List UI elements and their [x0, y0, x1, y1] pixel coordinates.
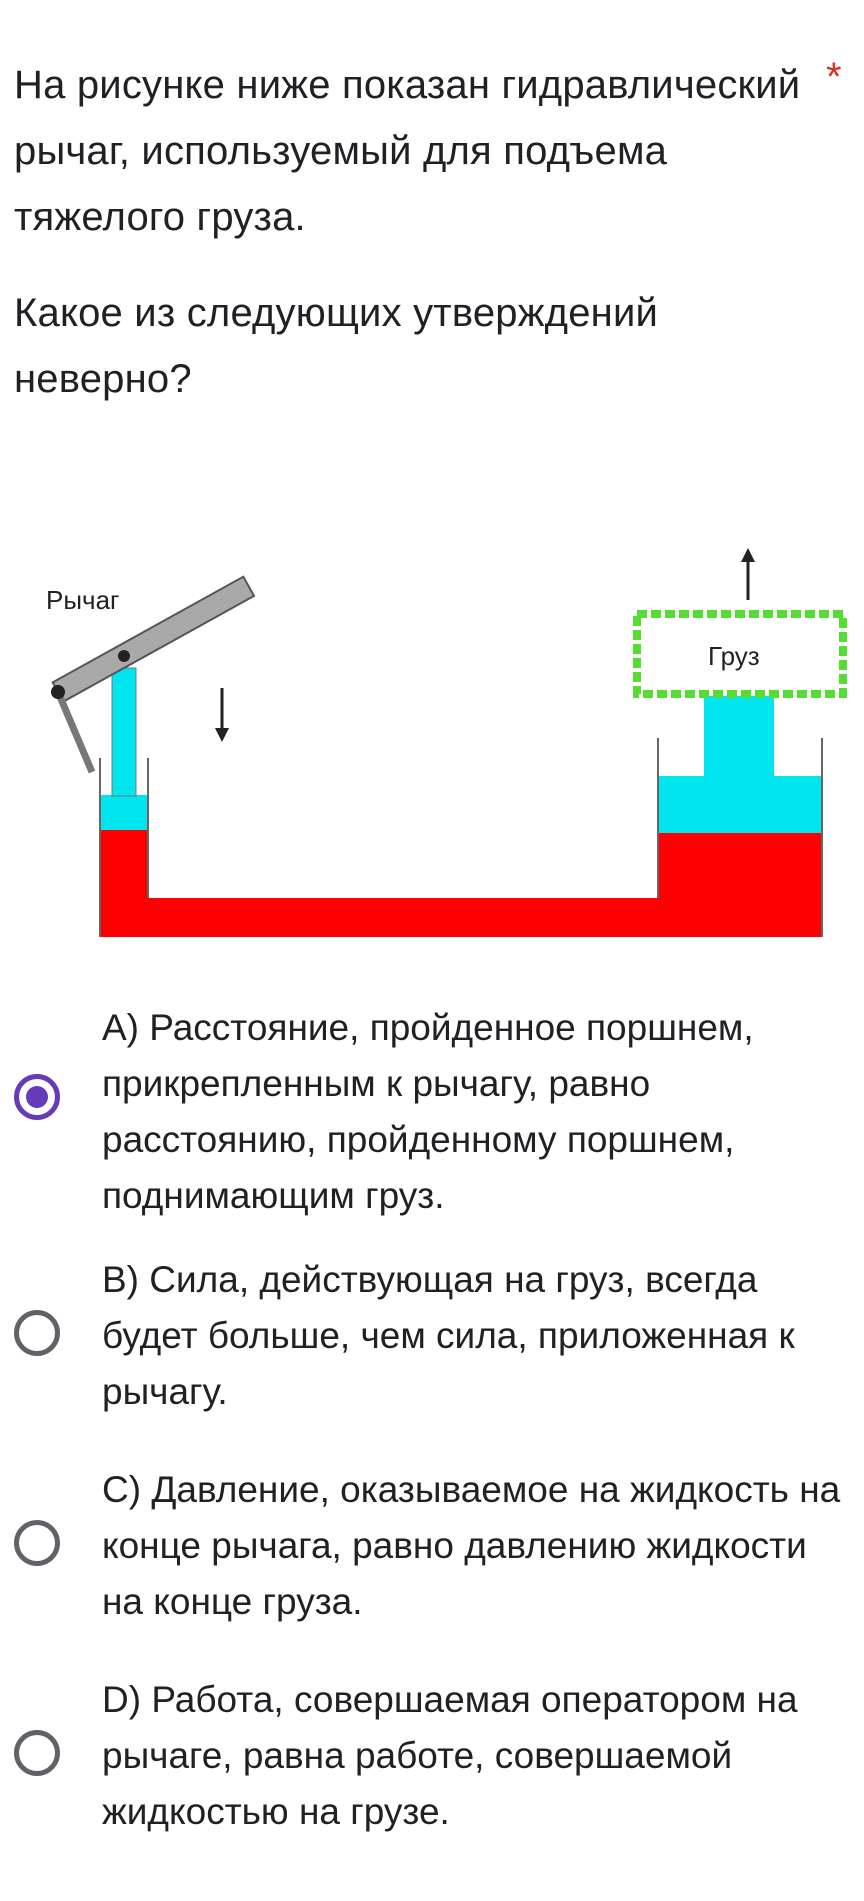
radio-dot: [26, 1086, 48, 1108]
required-indicator: *: [826, 55, 842, 99]
option-b[interactable]: B) Сила, действующая на груз, всегда буд…: [0, 1252, 864, 1422]
rod-pin: [118, 650, 130, 662]
diagram-svg: Груз Рычаг: [46, 548, 847, 937]
large-piston: [659, 776, 821, 833]
radio-unselected-icon[interactable]: [14, 1310, 60, 1356]
load-label: Груз: [708, 641, 760, 671]
small-piston-rod: [111, 667, 137, 797]
option-c-label: C) Давление, оказываемое на жидкость на …: [102, 1469, 841, 1622]
lever-label: Рычаг: [46, 585, 120, 615]
option-a[interactable]: A) Расстояние, пройденное поршнем, прикр…: [0, 1000, 864, 1220]
lever-support: [54, 690, 96, 774]
option-d-label: D) Работа, совершаемая оператором на рыч…: [102, 1679, 798, 1832]
question-prompt: Какое из следующих утверждений неверно?: [14, 291, 659, 401]
question-text: На рисунке ниже показан гидравлический р…: [14, 63, 801, 239]
small-piston: [101, 795, 147, 830]
fluid: [100, 830, 822, 937]
hydraulic-lever-diagram: Груз Рычаг: [0, 520, 864, 960]
option-d[interactable]: D) Работа, совершаемая оператором на рыч…: [0, 1672, 864, 1842]
down-arrow-icon: [215, 688, 229, 742]
radio-unselected-icon[interactable]: [14, 1520, 60, 1566]
pivot-pin: [51, 685, 65, 699]
option-b-label: B) Сила, действующая на груз, всегда буд…: [102, 1259, 795, 1412]
up-arrow-icon: [741, 548, 755, 600]
option-c[interactable]: C) Давление, оказываемое на жидкость на …: [0, 1462, 864, 1632]
load-box: [633, 610, 847, 698]
radio-selected-icon[interactable]: [14, 1074, 60, 1120]
radio-unselected-icon[interactable]: [14, 1730, 60, 1776]
question-title: На рисунке ниже показан гидравлический р…: [14, 52, 814, 412]
large-piston-rod: [704, 696, 774, 776]
option-a-label: A) Расстояние, пройденное поршнем, прикр…: [102, 1007, 754, 1216]
